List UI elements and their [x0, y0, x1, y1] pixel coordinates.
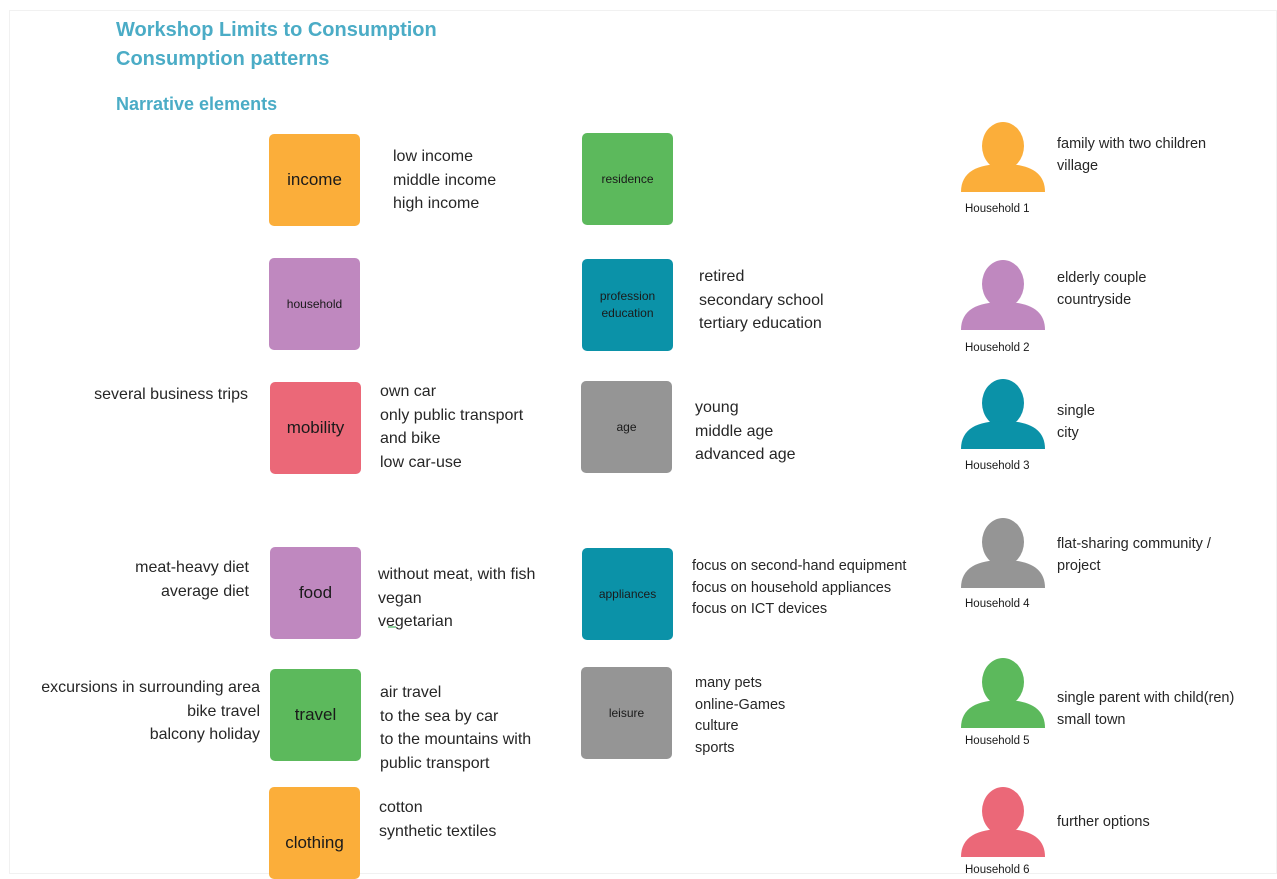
travel-options-item: air travel — [380, 684, 442, 701]
food-options-item: without meat, with fish — [378, 566, 536, 583]
element-box-residence: residence — [582, 133, 673, 225]
household-5-description-item: small town — [1057, 712, 1126, 728]
travel-side-options-item: excursions in surrounding area — [41, 679, 260, 696]
food-side-options-item: average diet — [160, 582, 249, 600]
mobility-side-options: several business trips — [40, 383, 248, 407]
food-side-options-item: meat-heavy diet — [135, 559, 249, 576]
age-options-item: advanced age — [695, 446, 796, 463]
leisure-options-item: sports — [695, 739, 735, 756]
workshop-title: Workshop Limits to Consumption — [116, 19, 437, 41]
mobility-options-item: and bike — [380, 430, 441, 447]
travel-options: air travel to the sea by car to the mounta… — [380, 681, 531, 775]
mobility-side-options-item: several business trips — [94, 386, 248, 403]
household-2-description: elderly couple countryside — [1057, 267, 1146, 311]
household-2-label: Household 2 — [965, 342, 1030, 354]
income-options: low income middle income high income — [393, 145, 496, 216]
age-options-item: young — [695, 399, 739, 416]
profession-education-options: retired secondary school tertiary educatio… — [699, 265, 824, 336]
household-5-description-item: single parent with child(ren) — [1057, 690, 1235, 706]
element-box-household: household — [269, 258, 360, 350]
household-4-description: flat-sharing community / project — [1057, 533, 1211, 577]
element-box-food: food — [270, 547, 361, 639]
household-6-description-item: further options — [1057, 814, 1150, 830]
food-options-item: vegetarian — [378, 613, 453, 630]
household-4-person-icon — [961, 518, 1045, 588]
mobility-options-item: own car — [380, 383, 437, 400]
household-1-description: family with two children village — [1057, 133, 1206, 177]
element-box-appliances: appliances — [582, 548, 673, 640]
travel-options-item: to the sea by car — [380, 707, 499, 725]
element-box-income: income — [269, 134, 360, 226]
appliances-options-item: focus on second-hand equipment — [692, 558, 907, 574]
stray-mark — [388, 626, 396, 628]
element-box-travel: travel — [270, 669, 361, 761]
clothing-options: cotton synthetic textiles — [379, 796, 496, 843]
household-3-description: single city — [1057, 400, 1095, 444]
travel-side-options-item: bike travel — [187, 702, 260, 720]
household-4-description-item: flat-sharing community / — [1057, 536, 1211, 552]
household-2-description-item: countryside — [1057, 292, 1132, 308]
travel-side-options-item: balcony holiday — [149, 726, 260, 743]
patterns-subtitle: Consumption patterns — [116, 48, 330, 70]
travel-options-item: public transport — [380, 754, 490, 772]
household-3-person-icon — [961, 379, 1045, 449]
household-1-description-item: family with two children — [1057, 136, 1207, 152]
food-side-options: meat-heavy diet average diet — [40, 556, 249, 603]
household-1-person-icon — [961, 122, 1045, 192]
element-box-clothing: clothing — [269, 787, 360, 879]
food-options: without meat, with fish vegan vegetarian — [378, 563, 535, 634]
appliances-options-item: focus on ICT devices — [692, 601, 828, 617]
household-3-description-item: single — [1057, 403, 1095, 419]
household-5-description: single parent with child(ren) small town — [1057, 687, 1234, 731]
clothing-options-item: synthetic textiles — [379, 822, 497, 840]
household-5-label: Household 5 — [965, 735, 1030, 747]
mobility-options-item: low car-use — [380, 453, 462, 471]
household-1-description-item: village — [1057, 158, 1099, 174]
element-box-profession-education: profession education — [582, 259, 673, 351]
travel-side-options: excursions in surrounding area bike trave… — [12, 676, 260, 747]
appliances-options-item: focus on household appliances — [692, 579, 892, 596]
income-options-item: low income — [393, 148, 474, 165]
leisure-options-item: many pets — [695, 675, 762, 691]
household-6-label: Household 6 — [965, 864, 1030, 876]
household-6-description: further options — [1057, 811, 1150, 833]
age-options-item: middle age — [695, 422, 774, 440]
profession-education-options-item: retired — [699, 268, 745, 285]
clothing-options-item: cotton — [379, 799, 423, 816]
mobility-options: own car only public transport and bike low … — [380, 380, 523, 474]
leisure-options-item: online-Games — [695, 696, 786, 713]
household-2-person-icon — [961, 260, 1045, 330]
age-options: young middle age advanced age — [695, 396, 796, 467]
mobility-options-item: only public transport — [380, 406, 524, 424]
income-options-item: high income — [393, 195, 480, 212]
household-5-person-icon — [961, 658, 1045, 728]
appliances-options: focus on second-hand equipment focus on h… — [692, 556, 906, 621]
leisure-options-item: culture — [695, 718, 739, 734]
household-4-label: Household 4 — [965, 598, 1030, 610]
element-box-age: age — [581, 381, 672, 473]
profession-education-options-item: tertiary education — [699, 315, 822, 332]
household-4-description-item: project — [1057, 558, 1101, 574]
travel-options-item: to the mountains with — [380, 731, 532, 748]
narrative-elements-heading: Narrative elements — [116, 94, 278, 114]
income-options-item: middle income — [393, 171, 497, 189]
element-box-mobility: mobility — [270, 382, 361, 474]
food-options-item: vegan — [378, 589, 422, 607]
element-box-leisure: leisure — [581, 667, 672, 759]
household-2-description-item: elderly couple — [1057, 270, 1147, 286]
household-6-person-icon — [961, 787, 1045, 857]
leisure-options: many pets online-Games culture sports — [695, 673, 785, 759]
household-3-label: Household 3 — [965, 460, 1030, 472]
profession-education-options-item: secondary school — [699, 291, 824, 309]
household-1-label: Household 1 — [965, 203, 1030, 215]
household-3-description-item: city — [1057, 425, 1079, 441]
